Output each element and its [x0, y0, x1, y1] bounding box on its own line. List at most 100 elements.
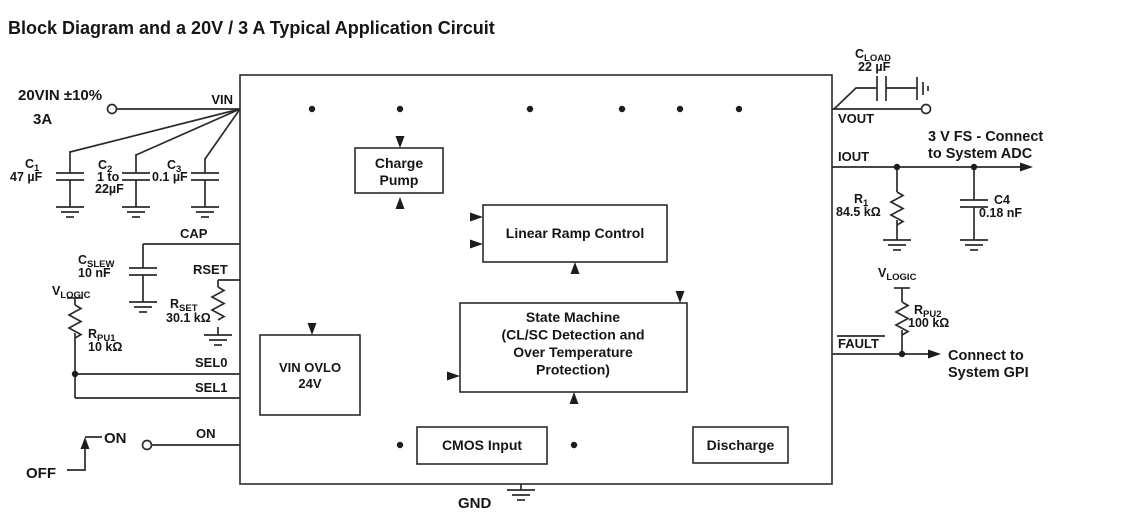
c4-value-label: 0.18 nF	[979, 206, 1022, 220]
rpu2-ref-label: RPU2	[914, 303, 942, 320]
pin-label-vin: VIN	[211, 92, 233, 107]
ground-gnd-pin-icon	[507, 489, 535, 501]
arrow-vin-ovlo	[307, 323, 317, 335]
rpu1-ref-label: RPU1	[88, 327, 116, 344]
vin-terminal[interactable]	[106, 103, 118, 115]
arrow-ovlo-sm	[447, 371, 460, 381]
charge-pump-label-1: Charge	[375, 155, 423, 171]
arrow-fault-gpi	[928, 349, 941, 359]
wire-c3-fan	[204, 108, 241, 160]
charge-pump-box[interactable]	[354, 147, 444, 194]
state-machine-label-4: Protection)	[536, 362, 610, 378]
pin-label-sel1: SEL1	[195, 380, 228, 395]
block-state-machine[interactable]: State Machine (CL/SC Detection and Over …	[459, 302, 688, 393]
junction-vin-chargepump	[396, 105, 404, 113]
junction-fault-rpu2	[898, 350, 906, 358]
cslew-value-label: 10 nF	[78, 266, 111, 280]
ground-c1-icon	[56, 206, 84, 218]
ic-outline	[239, 74, 833, 485]
linear-ramp-control-box[interactable]	[482, 204, 668, 263]
ground-rset-icon	[204, 334, 232, 346]
arrow-sm-lrc	[570, 262, 580, 274]
pin-label-cap: CAP	[180, 226, 208, 241]
junction-vin-ovlo	[308, 105, 316, 113]
capacitor-cload-icon	[876, 76, 887, 101]
c2-ref-label: C2	[98, 158, 112, 175]
pin-label-rset: RSET	[193, 262, 228, 277]
block-charge-pump[interactable]: Charge Pump	[354, 147, 444, 194]
junction-iout-c4	[970, 163, 978, 171]
arrow-vin-sm	[675, 291, 685, 303]
junction-cmos-sm	[570, 441, 578, 449]
cslew-ref-label: CSLEW	[78, 253, 115, 270]
arrow-cmos-sm	[569, 392, 579, 404]
arrow-chargepump-lrc	[470, 212, 483, 222]
cload-ref-label: CLOAD	[855, 47, 891, 64]
rpu1-value-label: 10 kΩ	[88, 340, 122, 354]
resistor-rpu2-icon	[894, 301, 910, 336]
ground-r1-icon	[883, 239, 911, 251]
vlogic-left-label: VLOGIC	[52, 284, 91, 301]
state-machine-box[interactable]	[459, 302, 688, 393]
capacitor-c4-icon	[960, 199, 988, 208]
arrow-iout-adc	[1020, 162, 1033, 172]
source-voltage-label: 20VIN ±10%	[18, 87, 102, 104]
wire-c1-fan	[69, 108, 241, 153]
rset-value-label: 30.1 kΩ	[166, 311, 211, 325]
discharge-label: Discharge	[707, 437, 775, 453]
block-discharge[interactable]: Discharge	[692, 426, 789, 464]
gpi-annotation-1: Connect to	[948, 348, 1024, 364]
r1-value-label: 84.5 kΩ	[836, 205, 881, 219]
wire-c2-fan	[135, 108, 241, 156]
page-title: Block Diagram and a 20V / 3 A Typical Ap…	[8, 18, 495, 38]
pin-label-sel0: SEL0	[195, 355, 228, 370]
vin-ovlo-box[interactable]	[259, 334, 361, 416]
on-terminal[interactable]	[141, 439, 153, 451]
capacitor-c2-icon	[122, 172, 150, 181]
ground-c3-icon	[191, 206, 219, 218]
junction-fet-drain	[526, 105, 534, 113]
ground-cload-icon	[916, 77, 929, 100]
switch-off-label[interactable]: OFF	[26, 465, 56, 482]
discharge-box[interactable]	[692, 426, 789, 464]
state-machine-label-3: Over Temperature	[513, 344, 633, 360]
junction-fet-source	[618, 105, 626, 113]
cload-value-label: 22 µF	[858, 60, 891, 74]
c1-value-label: 47 µF	[10, 170, 43, 184]
junction-vout-discharge	[735, 105, 743, 113]
c3-ref-label: C3	[167, 158, 181, 175]
capacitor-cslew-icon	[129, 267, 157, 276]
on-off-switch-lever[interactable]	[67, 448, 86, 471]
source-current-label: 3A	[33, 111, 52, 128]
cmos-input-box[interactable]	[416, 426, 548, 465]
adc-annotation-1: 3 V FS - Connect	[928, 129, 1043, 145]
vout-terminal[interactable]	[920, 103, 932, 115]
switch-on-label[interactable]: ON	[104, 430, 127, 447]
block-vin-ovlo[interactable]: VIN OVLO 24V	[259, 334, 361, 416]
pin-label-on: ON	[196, 426, 216, 441]
charge-pump-label-2: Pump	[380, 172, 419, 188]
resistor-r1-icon	[889, 191, 905, 226]
adc-annotation-2: to System ADC	[928, 146, 1033, 162]
pin-label-iout: IOUT	[838, 149, 869, 164]
ground-c4-icon	[960, 239, 988, 251]
arrow-switch-on	[80, 437, 90, 449]
vin-ovlo-label-2: 24V	[298, 376, 321, 391]
cmos-input-label: CMOS Input	[442, 437, 522, 453]
pin-label-vout: VOUT	[838, 111, 874, 126]
state-machine-label-2: (CL/SC Detection and	[501, 327, 644, 343]
r1-ref-label: R1	[854, 192, 869, 209]
capacitor-c1-icon	[56, 172, 84, 181]
ground-c2-icon	[122, 206, 150, 218]
vin-ovlo-label-1: VIN OVLO	[279, 360, 341, 375]
vlogic-right-label: VLOGIC	[878, 266, 917, 283]
block-cmos-input[interactable]: CMOS Input	[416, 426, 548, 465]
c1-ref-label: C1	[25, 157, 40, 174]
capacitor-c3-icon	[191, 172, 219, 181]
block-linear-ramp-control[interactable]: Linear Ramp Control	[482, 204, 668, 263]
linear-ramp-control-label: Linear Ramp Control	[506, 225, 644, 241]
junction-iout-r1	[893, 163, 901, 171]
rset-ref-label: RSET	[170, 297, 198, 314]
